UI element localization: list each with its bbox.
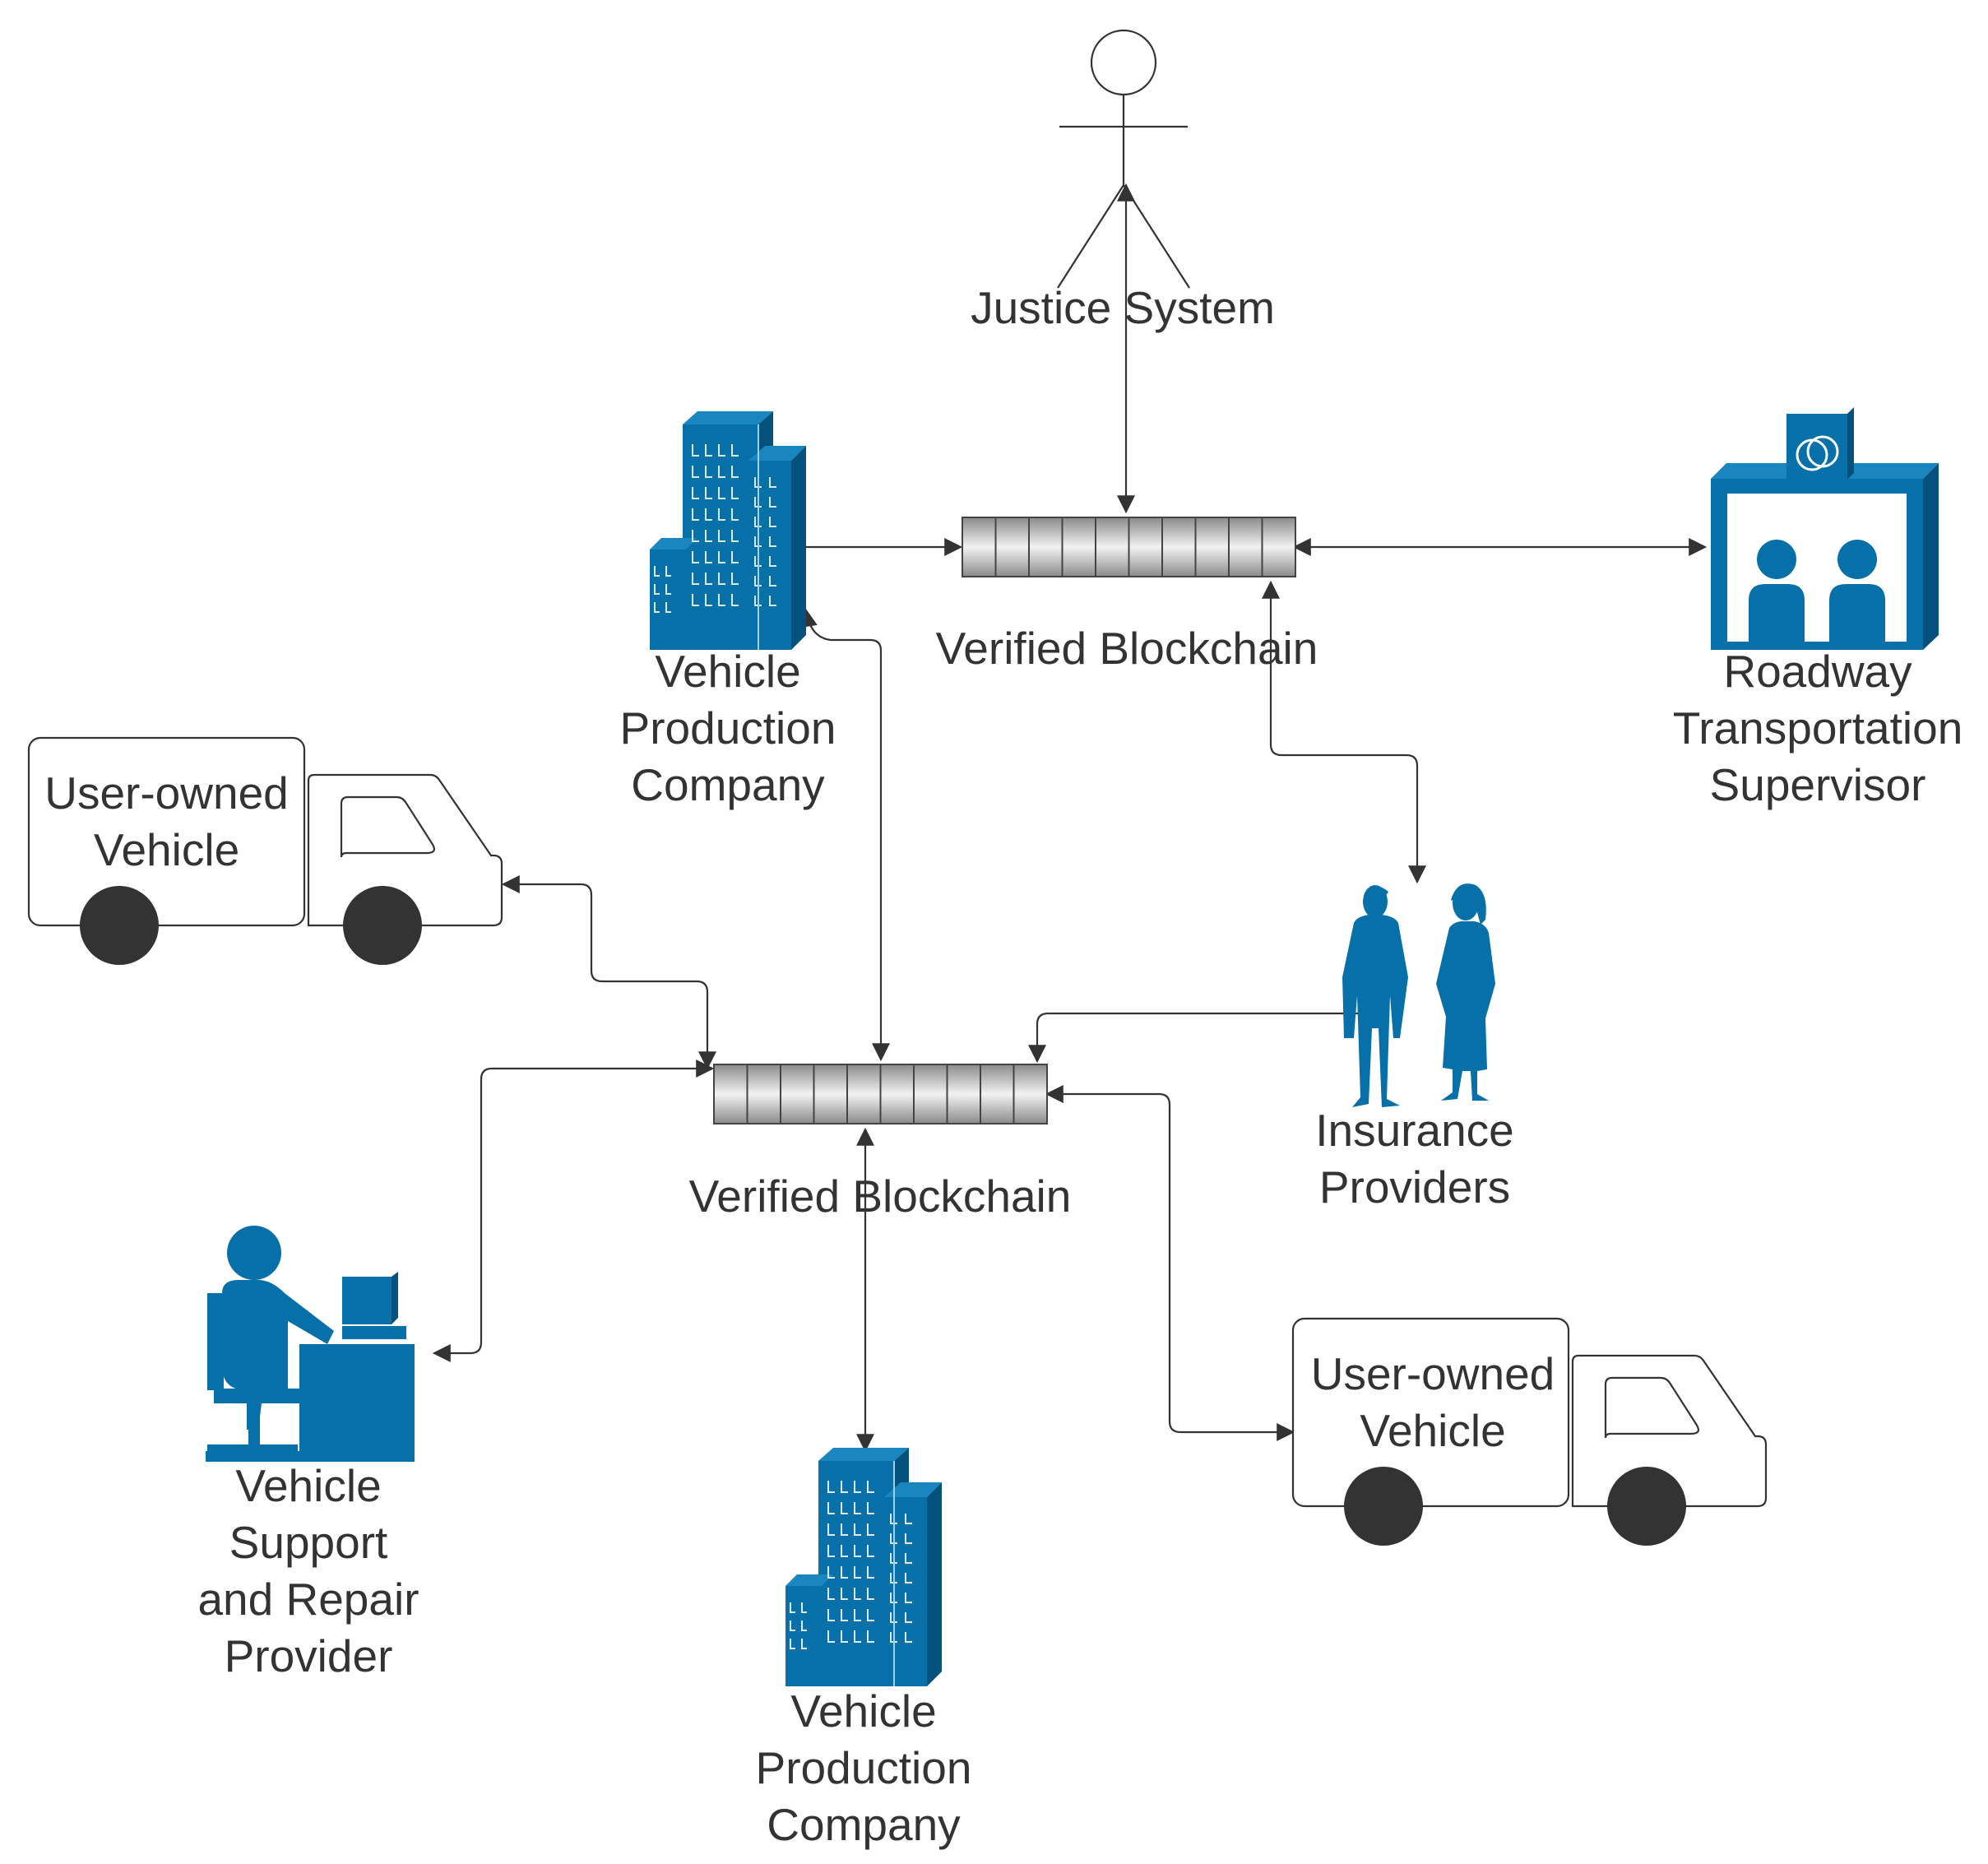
stick-figure-actor-icon	[1057, 29, 1190, 289]
connectors	[432, 183, 1708, 1453]
block-chain-icon	[713, 1064, 1048, 1124]
government-office-icon	[1711, 407, 1939, 650]
user-owned-vehicle-left-label: User-owned Vehicle	[44, 767, 289, 875]
blockchain-bottom-label: Verified Blockchain	[688, 1171, 1072, 1222]
connector-truck-left-blockchain-bottom	[501, 875, 716, 1070]
vehicle-production-company-top-label: Vehicle Production Company	[619, 646, 836, 810]
vehicle-support-repair-provider-label: Vehicle Support and Repair Provider	[197, 1460, 419, 1681]
vehicle-production-company-bottom-label: Vehicle Production Company	[755, 1685, 972, 1850]
connector-blockchain-bottom-truck-right	[1045, 1085, 1295, 1441]
office-building-icon	[649, 410, 807, 651]
office-building-icon	[785, 1447, 943, 1687]
connector-insurance-blockchain-bottom	[1028, 1004, 1378, 1064]
desk-worker-icon	[206, 1226, 415, 1462]
justice-system-label: Justice System	[971, 282, 1275, 333]
connector-blockchain-top-insurance	[1262, 580, 1426, 884]
roadway-transportation-supervisor-label: Roadway Transportation Supervisor	[1672, 646, 1963, 810]
blockchain-top-label: Verified Blockchain	[935, 623, 1318, 674]
user-owned-vehicle-right-label: User-owned Vehicle	[1310, 1348, 1555, 1456]
insurance-providers-label: Insurance Providers	[1315, 1105, 1514, 1213]
connector-repair-blockchain-bottom	[432, 1060, 715, 1362]
connector-vpc-top-blockchain-bottom	[799, 608, 890, 1062]
business-people-icon	[1342, 883, 1495, 1107]
block-chain-icon	[962, 517, 1296, 577]
